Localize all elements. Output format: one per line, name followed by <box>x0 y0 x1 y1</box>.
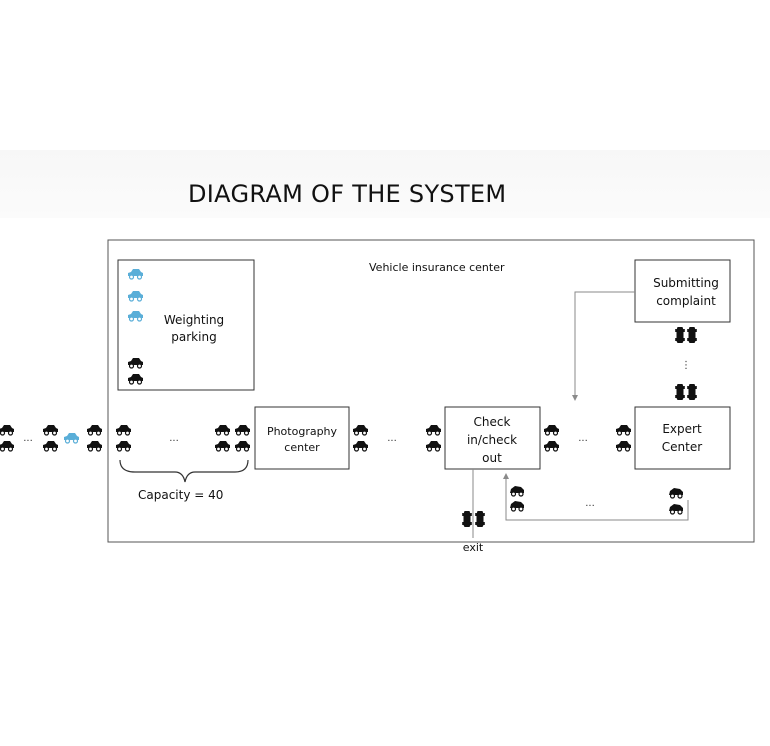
weighting-parking-box <box>117 259 255 391</box>
weighting-parking-label-line1: Weighting <box>164 313 224 327</box>
photography-center-box <box>254 406 350 470</box>
expert-label-line1: Expert <box>662 422 702 436</box>
capacity-brace <box>119 459 249 483</box>
complaint-to-checkin-arrow <box>572 291 635 401</box>
expert-return-arrow <box>503 473 689 521</box>
svg-text:...: ... <box>23 433 33 444</box>
insurance-center-container <box>107 239 755 543</box>
complaint-label-line2: complaint <box>656 294 716 308</box>
svg-text:...: ... <box>585 498 595 509</box>
vertical-ellipsis: ⋮ <box>681 360 691 371</box>
exit-label: exit <box>463 541 484 554</box>
capacity-label: Capacity = 40 <box>138 488 223 502</box>
photography-label-line2: center <box>284 441 320 454</box>
expert-label-line2: Center <box>662 440 702 454</box>
photography-label-line1: Photography <box>267 425 338 438</box>
page-title: DIAGRAM OF THE SYSTEM <box>188 180 507 208</box>
complaint-label-line1: Submitting <box>653 276 719 290</box>
queue-ellipses: ... ... ... ... ... <box>23 433 595 509</box>
weighting-parking-label-line2: parking <box>171 330 216 344</box>
svg-text:...: ... <box>578 433 588 444</box>
title-banner <box>0 150 770 218</box>
submitting-complaint-box <box>634 259 731 323</box>
svg-text:...: ... <box>387 433 397 444</box>
arriving-blue-car-icon <box>63 432 80 444</box>
check-label-line3: out <box>482 451 502 465</box>
check-label-line2: in/check <box>467 433 517 447</box>
damaged-car-icons <box>509 485 684 515</box>
svg-text:...: ... <box>169 433 179 444</box>
expert-center-box <box>634 406 731 470</box>
container-label: Vehicle insurance center <box>369 261 505 274</box>
check-label-line1: Check <box>474 415 511 429</box>
check-in-out-box <box>444 406 541 470</box>
